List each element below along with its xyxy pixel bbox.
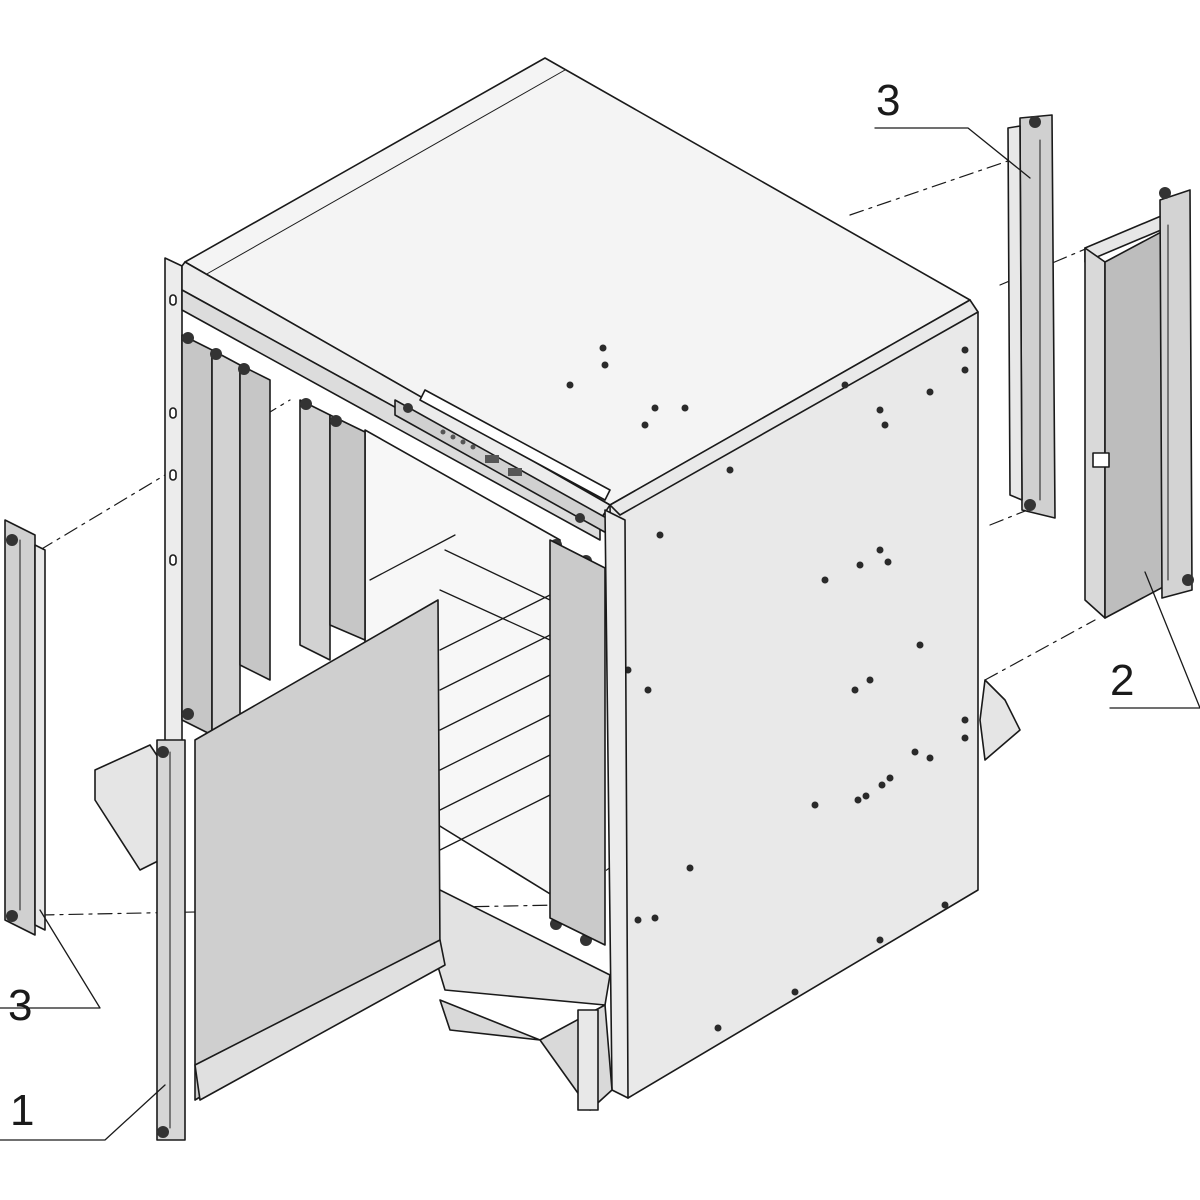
part-3-right-blank-panel — [1007, 114, 1056, 519]
callout-3-left: 3 — [8, 981, 32, 1030]
callout-1: 1 — [10, 1086, 34, 1135]
right-rack-rail — [604, 509, 629, 1099]
right-cable-bracket — [979, 679, 1021, 761]
installed-cards-left — [181, 334, 366, 751]
card-guides — [369, 534, 551, 851]
installed-card-right — [549, 539, 606, 946]
part-1-front-panel — [156, 739, 186, 1141]
callout-2: 2 — [1110, 656, 1134, 705]
part-3-left-blank-panel — [4, 519, 46, 936]
left-cable-bracket — [94, 744, 161, 871]
side-screw-holes — [566, 344, 969, 1032]
part-2-power-module — [1084, 187, 1194, 619]
callout-3-right: 3 — [876, 76, 900, 125]
callout-leaders — [0, 127, 1200, 1141]
